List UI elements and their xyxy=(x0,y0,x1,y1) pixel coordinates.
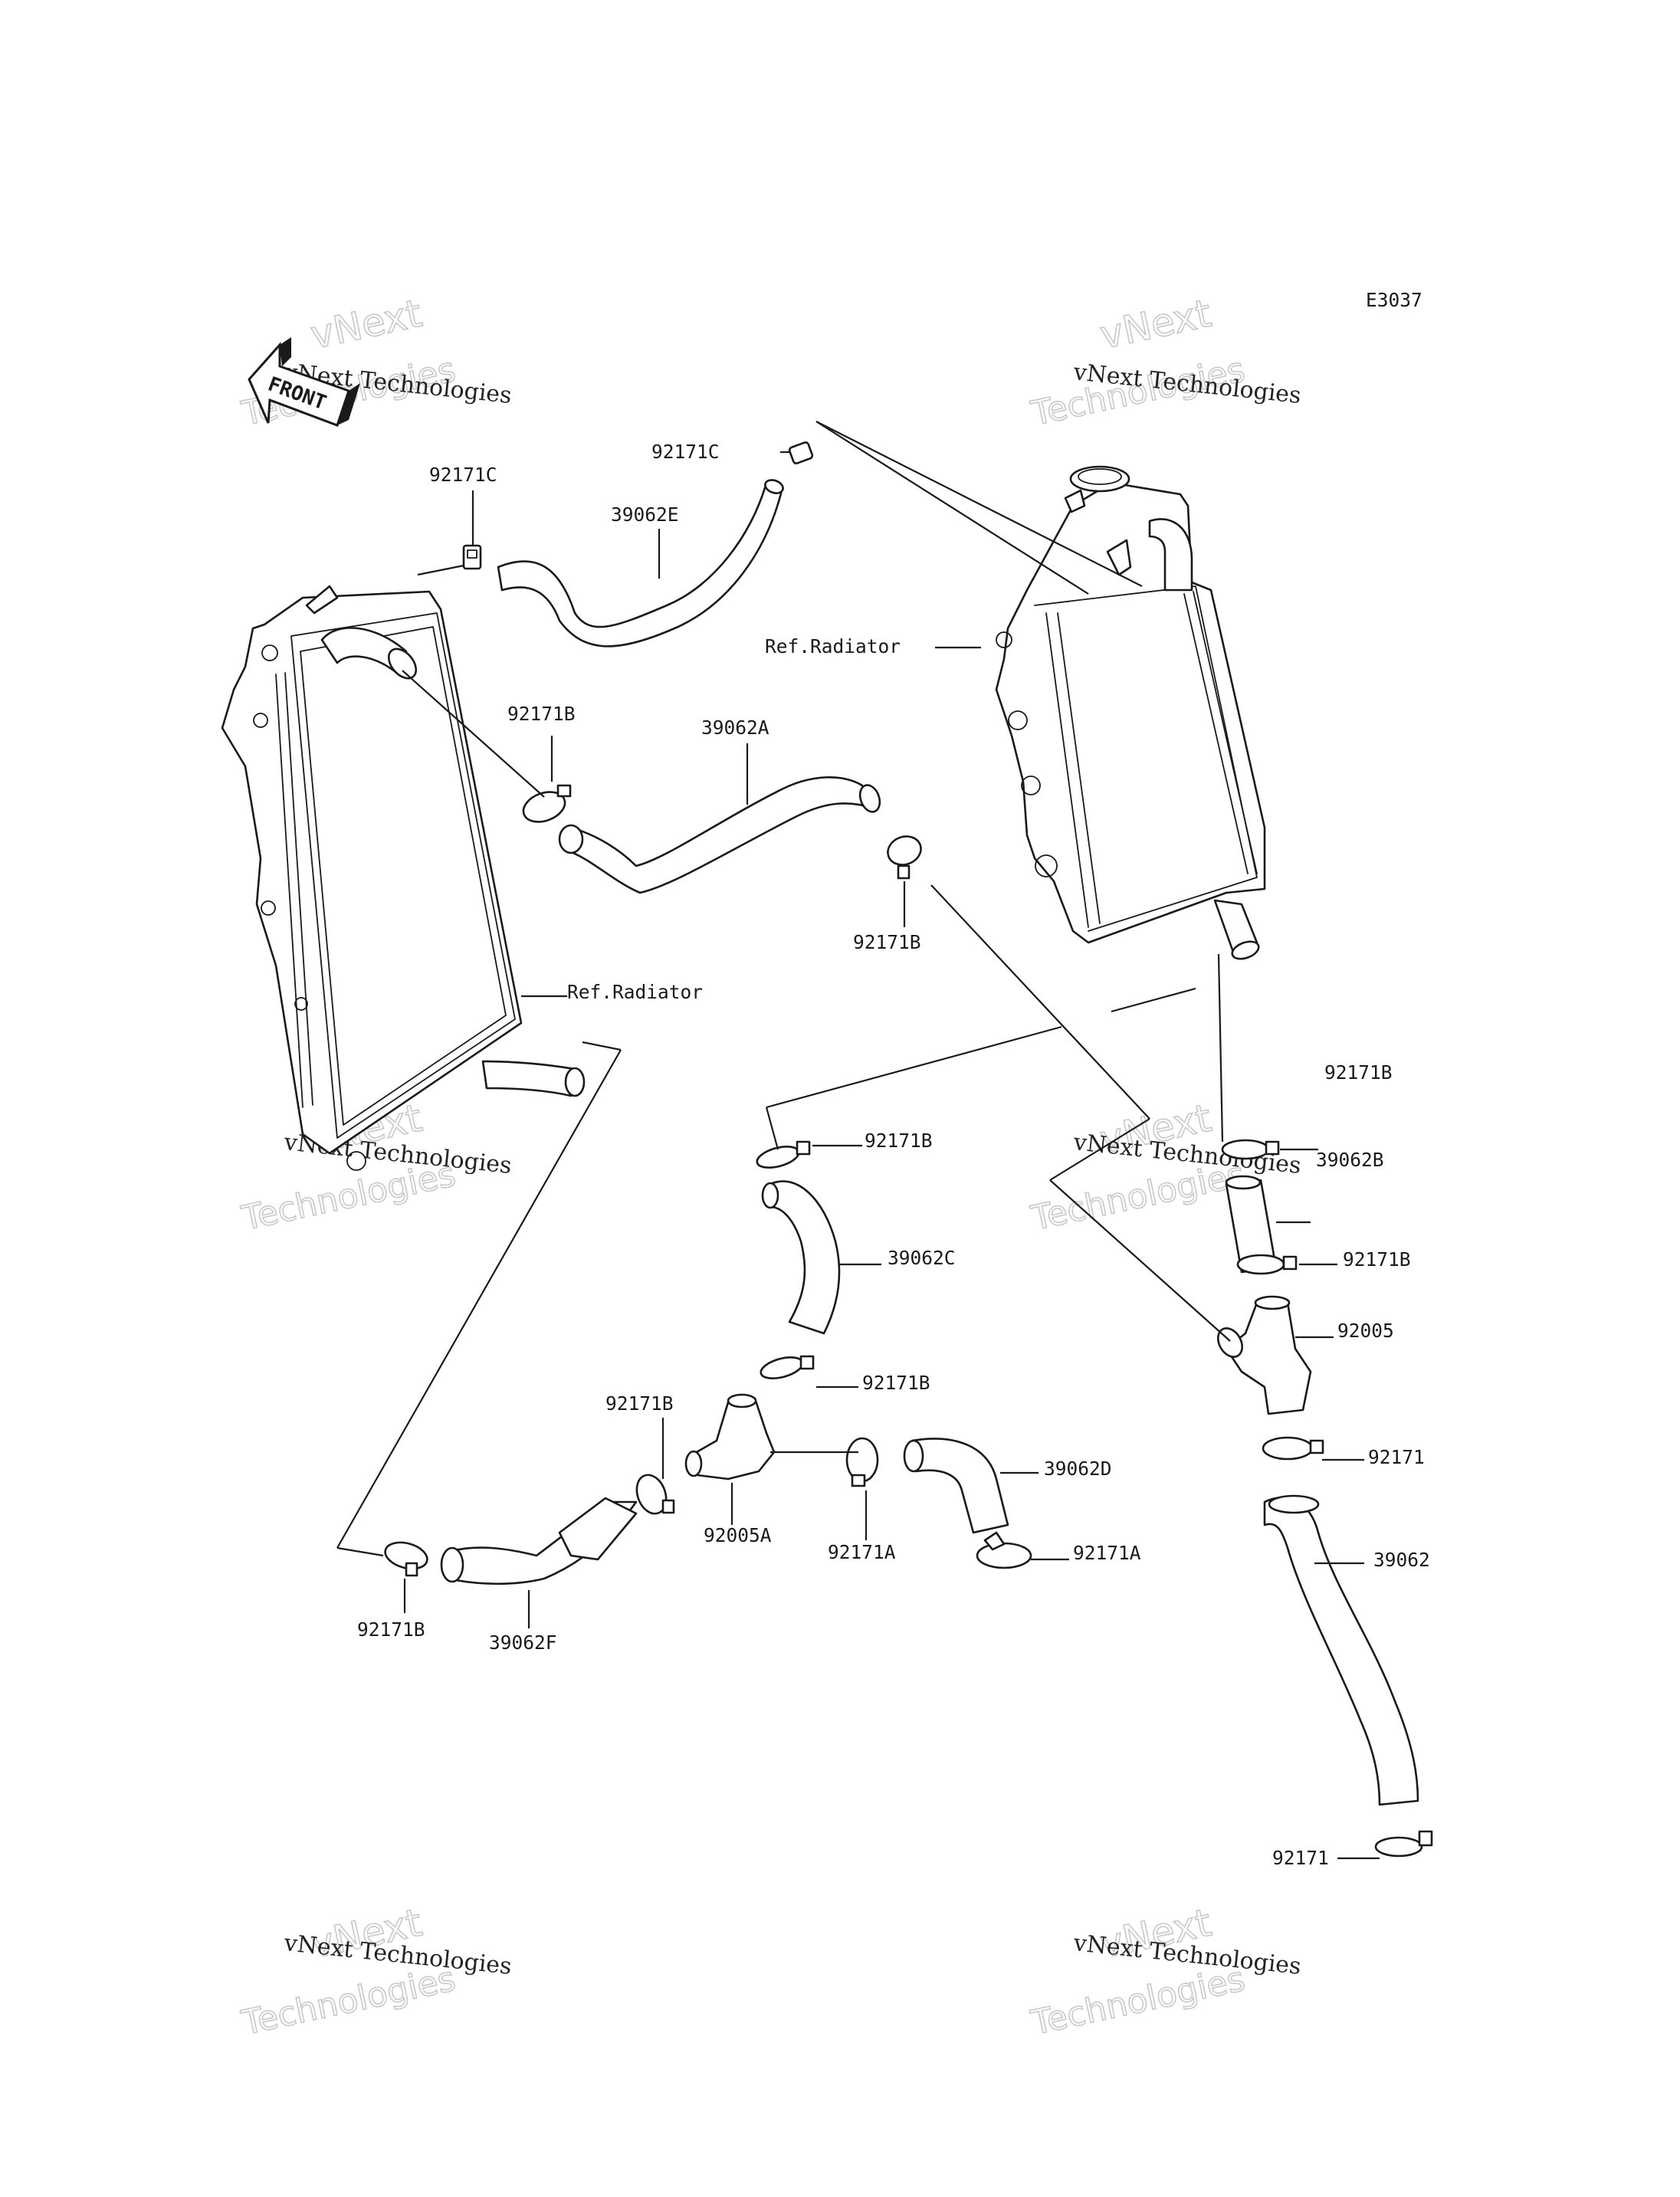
label-92171B-bottom: 92171B xyxy=(357,1618,425,1641)
label-39062F: 39062F xyxy=(489,1631,557,1654)
clamp-92171A-right xyxy=(976,1531,1032,1569)
clamp-92171B-center-mid xyxy=(760,1355,815,1379)
watermark-technologies: Technologies xyxy=(1028,1959,1249,2043)
clamp-92171C-top-left xyxy=(462,544,482,570)
label-92171B-mid: 92171B xyxy=(853,931,921,953)
hose-39062C xyxy=(761,1180,841,1335)
label-39062: 39062 xyxy=(1373,1549,1430,1571)
fitting-92005A xyxy=(684,1393,776,1481)
clamp-92171B-right-top xyxy=(1221,1139,1280,1160)
hose-39062A xyxy=(558,776,881,894)
label-ref-radiator-right: Ref.Radiator xyxy=(765,635,901,657)
leader-lines xyxy=(336,421,1380,1860)
watermark-vnext: vNext xyxy=(307,291,425,358)
label-92171B-lower-left: 92171B xyxy=(605,1392,674,1415)
label-92005A: 92005A xyxy=(704,1524,772,1546)
fitting-92005 xyxy=(1216,1295,1312,1415)
diagram-code: E3037 xyxy=(1366,289,1422,311)
label-92171A-right: 92171A xyxy=(1073,1542,1141,1564)
label-92171C-top-left: 92171C xyxy=(429,464,497,486)
hose-39062F xyxy=(440,1497,638,1585)
label-92005: 92005 xyxy=(1337,1320,1394,1342)
label-92171A-left: 92171A xyxy=(828,1541,896,1563)
label-39062A: 39062A xyxy=(701,716,769,739)
clamp-92171B-mid xyxy=(887,835,922,880)
clamp-92171-right xyxy=(1262,1436,1324,1461)
left-radiator xyxy=(221,585,586,1171)
watermark-vnext: vNext xyxy=(1096,291,1215,358)
watermark-bottom-left: vNext Technologies vNext Technologies xyxy=(238,1900,513,2044)
clamp-92171B-bottom xyxy=(384,1541,428,1577)
label-92171B-right-mid: 92171B xyxy=(1343,1248,1411,1271)
label-92171-bottom: 92171 xyxy=(1272,1847,1329,1869)
label-92171C-top-mid: 92171C xyxy=(651,441,720,463)
label-39062D: 39062D xyxy=(1044,1458,1112,1480)
label-39062B: 39062B xyxy=(1316,1149,1384,1171)
part-labels: 92171C 39062E 92171C Ref.Radiator 92171B… xyxy=(357,441,1430,1869)
clamp-92171-bottom xyxy=(1374,1830,1433,1858)
hose-39062E xyxy=(497,479,784,648)
clamp-92171B-right-mid xyxy=(1236,1254,1298,1275)
right-radiator xyxy=(995,465,1266,960)
watermark-top-right: vNext Technologies vNext Technologies xyxy=(1027,290,1302,434)
label-92171B-center-mid: 92171B xyxy=(862,1372,930,1394)
clamp-92171B-center-top xyxy=(756,1140,811,1169)
label-39062E: 39062E xyxy=(611,503,679,526)
clamp-92171B-left xyxy=(522,784,572,823)
label-92171-right: 92171 xyxy=(1368,1446,1425,1468)
hose-39062D xyxy=(903,1438,1009,1534)
label-39062C: 39062C xyxy=(888,1247,956,1269)
label-92171B-left: 92171B xyxy=(507,703,576,725)
watermark-bottom-right: vNext Technologies vNext Technologies xyxy=(1027,1900,1302,2044)
clamp-92171B-lower-left xyxy=(635,1474,675,1515)
clamp-92171A-left xyxy=(845,1437,879,1487)
hose-39062 xyxy=(1263,1494,1419,1806)
clamp-92171C-top-mid xyxy=(788,441,814,464)
label-ref-radiator-left: Ref.Radiator xyxy=(567,981,703,1003)
label-92171B-center-top: 92171B xyxy=(865,1130,933,1152)
watermark-technologies: Technologies xyxy=(238,1959,459,2043)
label-92171B-right-top: 92171B xyxy=(1324,1061,1393,1084)
